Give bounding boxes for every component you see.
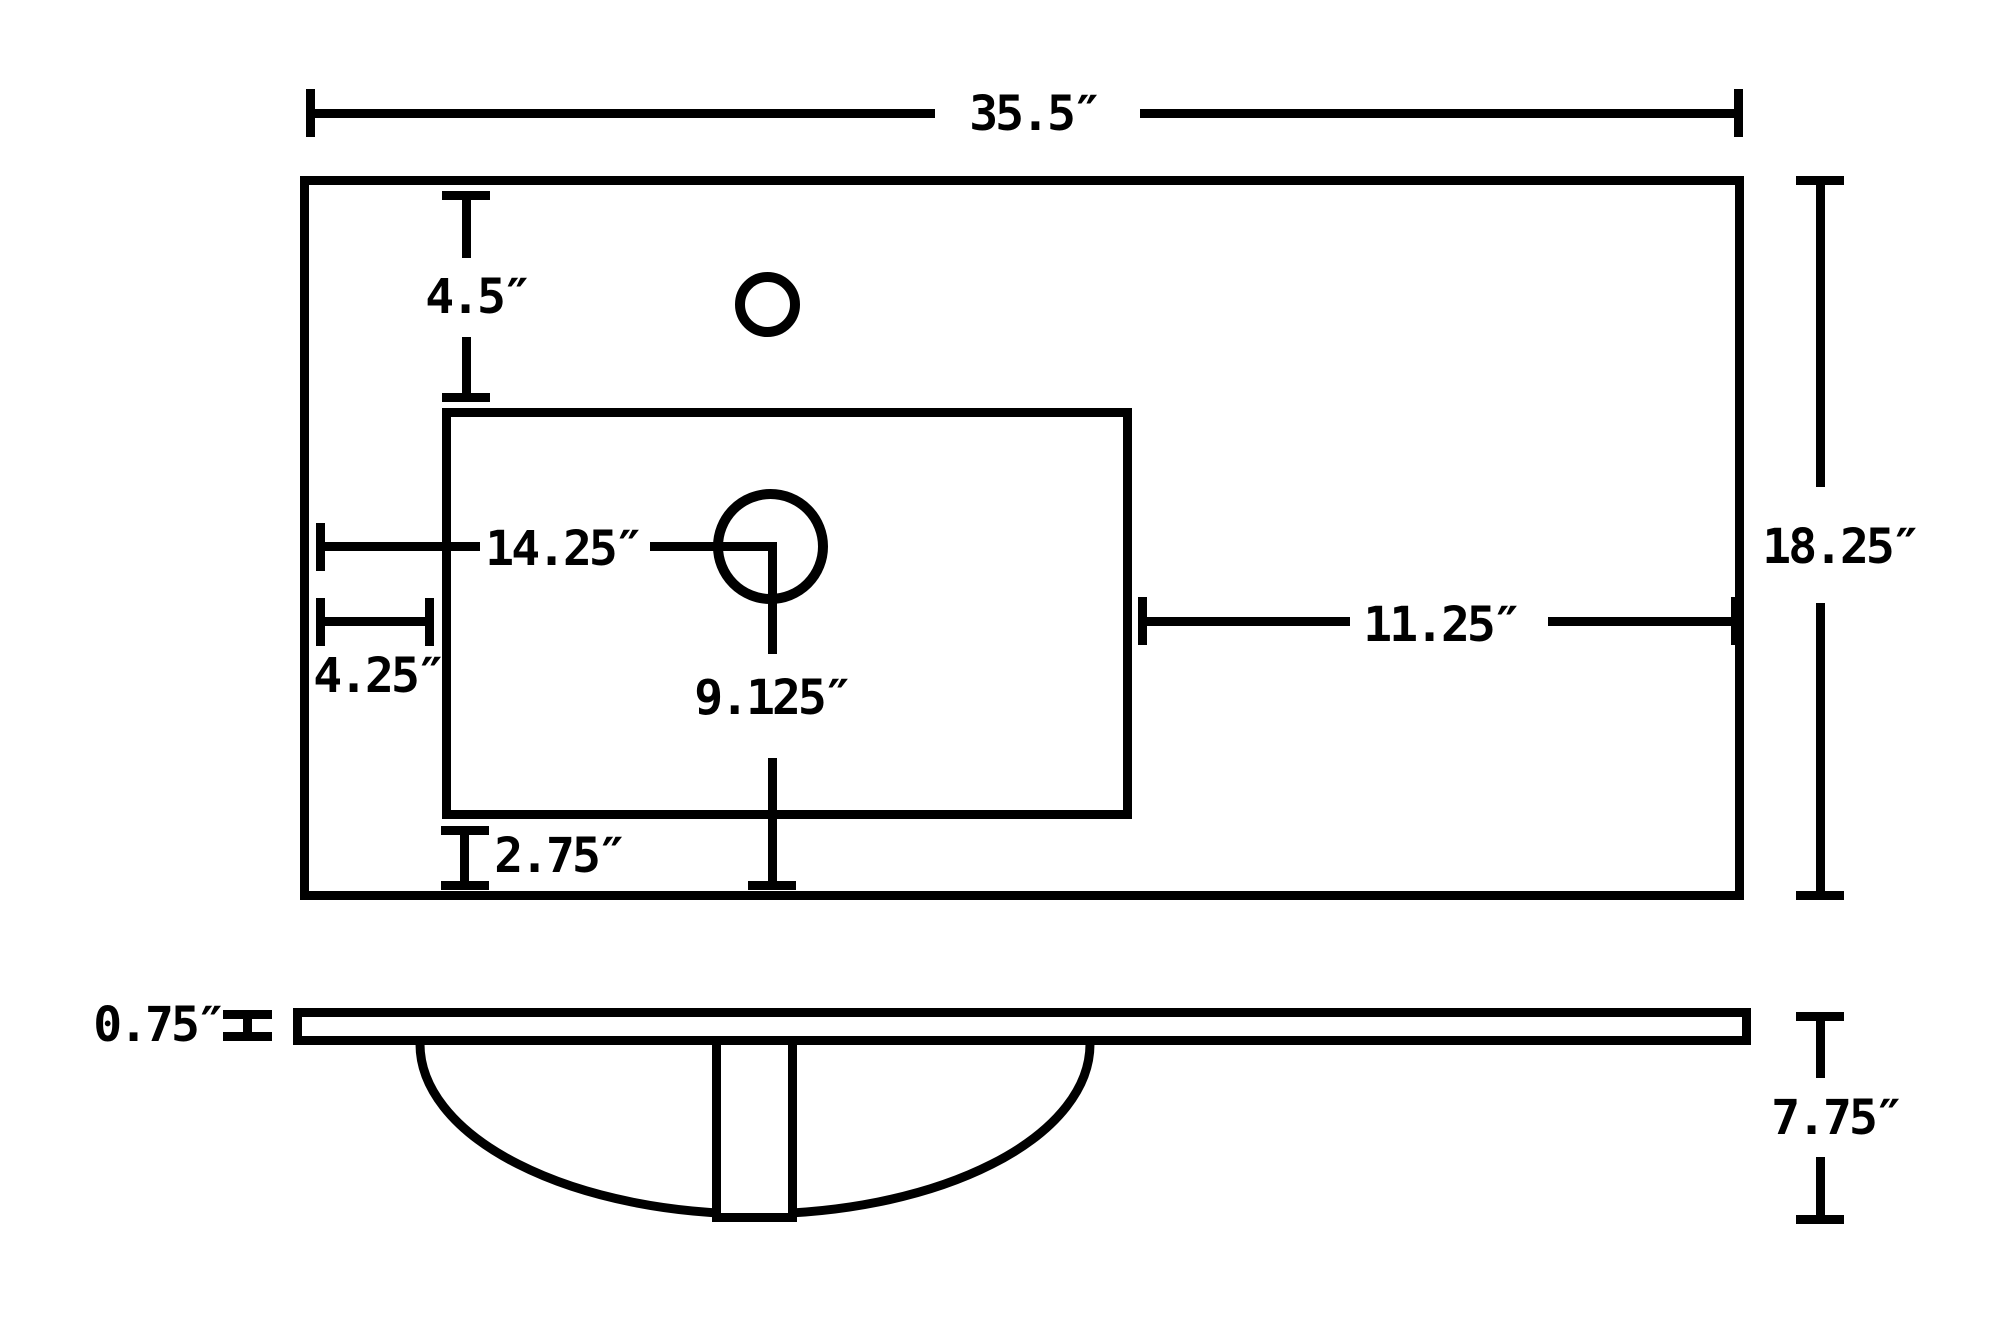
dim-overall-height-tick-bottom — [1796, 1215, 1844, 1224]
dim-label-deck-thickness: 0.75″ — [93, 997, 225, 1053]
side-view-drain-stub — [712, 1036, 797, 1222]
dim-faucet-setback-tick-bottom — [442, 393, 490, 402]
dim-basin-right-tick-right — [1731, 597, 1740, 645]
dim-label-overall-height: 7.75″ — [1771, 1090, 1903, 1146]
dim-drain-front-line-b — [768, 758, 777, 886]
dim-overall-depth-line-b — [1816, 603, 1825, 900]
dim-deck-thickness-stem — [243, 1014, 252, 1038]
dim-basin-right-line-a — [1138, 617, 1350, 626]
side-view-deck-slab — [293, 1008, 1751, 1045]
dim-faucet-setback-tick-top — [442, 191, 490, 200]
dim-label-basin-bottom: 2.75″ — [494, 828, 626, 884]
dim-drain-front-line-a — [768, 542, 777, 654]
dim-label-drain-front: 9.125″ — [694, 670, 852, 726]
dim-overall-depth-tick-bottom — [1796, 891, 1844, 900]
dim-label-overall-width: 35.5″ — [969, 86, 1101, 142]
dim-label-basin-left: 4.25″ — [313, 648, 445, 704]
dim-overall-width-line-a — [306, 109, 935, 118]
dim-basin-left-tick-b — [425, 598, 434, 646]
countertop-outline — [300, 176, 1744, 900]
dim-drain-left-line-b — [650, 542, 777, 551]
dim-basin-bottom-stem — [460, 830, 469, 885]
dim-label-drain-left: 14.25″ — [485, 521, 643, 577]
dim-label-faucet-setback: 4.5″ — [425, 269, 532, 325]
dim-drain-front-tick-bottom — [748, 881, 796, 890]
dim-basin-right-line-b — [1548, 617, 1740, 626]
dim-drain-left-line-a — [316, 542, 480, 551]
dim-label-basin-right: 11.25″ — [1363, 597, 1521, 653]
dim-deck-thickness-tick-bottom — [223, 1032, 272, 1041]
dim-overall-width-tick-right — [1734, 89, 1743, 137]
dim-faucet-setback-line-b — [462, 337, 471, 395]
dim-basin-left-line — [316, 617, 434, 626]
dim-label-overall-depth: 18.25″ — [1762, 519, 1920, 575]
dim-overall-height-line-a — [1816, 1016, 1825, 1078]
dim-overall-depth-line-a — [1816, 180, 1825, 487]
dim-faucet-setback-line-a — [462, 196, 471, 258]
dim-basin-bottom-tick-bottom — [441, 881, 489, 890]
faucet-hole-circle — [735, 272, 800, 337]
dim-overall-height-line-b — [1816, 1157, 1825, 1217]
dim-overall-width-line-b — [1140, 109, 1738, 118]
basin-outline — [442, 408, 1132, 819]
